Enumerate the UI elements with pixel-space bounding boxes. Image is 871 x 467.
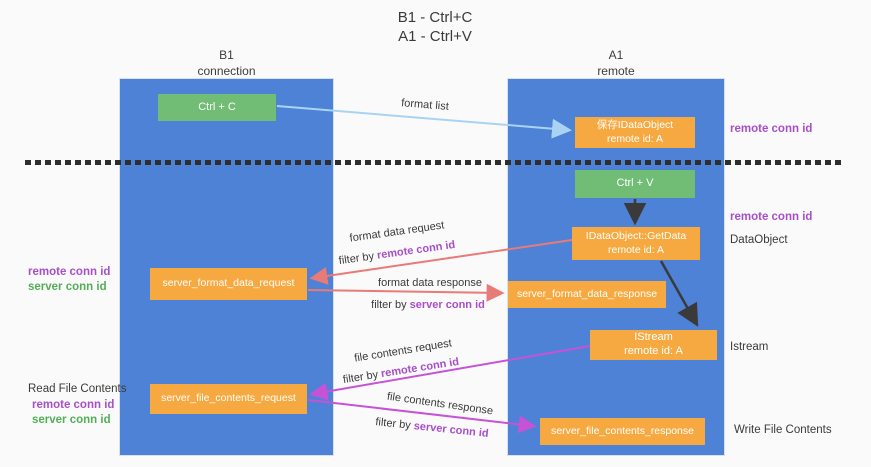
getdata-line1: IDataObject::GetData <box>585 230 687 243</box>
label-format-data-response: format data response <box>378 277 482 289</box>
label-format-response-filter: filter by server conn id <box>371 299 485 311</box>
arrow-file-contents-request <box>309 345 591 401</box>
server-format-data-request-node: server_format_data_request <box>150 268 307 300</box>
left-remote-conn-id-mid: remote conn id <box>28 266 111 278</box>
arrow-format-data-response <box>307 283 505 302</box>
ctrl-c-node: Ctrl + C <box>158 94 276 121</box>
dataobject-label: DataObject <box>730 234 788 246</box>
read-file-contents-label: Read File Contents <box>28 383 127 395</box>
lane-a1-name: A1 <box>608 48 624 62</box>
istream-label: Istream <box>730 341 769 353</box>
save-dataobject-node: 保存IDataObject remote id: A <box>575 117 695 148</box>
right-remote-conn-id-mid: remote conn id <box>730 211 813 223</box>
phase-separator-dashed-line <box>25 160 843 165</box>
write-file-contents-label: Write File Contents <box>734 424 832 436</box>
istream-line1: IStream <box>634 331 673 344</box>
lane-b1-role: connection <box>197 63 256 78</box>
istream-line2: remote id: A <box>624 345 683 357</box>
server-file-contents-request-label: server_file_contents_request <box>161 392 296 405</box>
ctrl-v-label: Ctrl + V <box>616 177 654 190</box>
lane-b1-name: B1 <box>219 48 234 62</box>
lane-header-a1: A1 remote <box>508 48 724 79</box>
istream-node: IStream remote id: A <box>590 330 717 360</box>
server-file-contents-response-label: server_file_contents_response <box>550 424 694 437</box>
arrow-format-data-request <box>309 239 573 285</box>
server-format-data-response-label: server_format_data_response <box>516 287 658 300</box>
lane-a1-role: remote <box>597 63 635 78</box>
right-remote-conn-id-top: remote conn id <box>730 123 813 135</box>
server-file-contents-response-node: server_file_contents_response <box>540 418 705 445</box>
title-line-2: A1 - Ctrl+V <box>398 28 472 46</box>
arrow-file-contents-response <box>307 399 537 434</box>
diagram-title: B1 - Ctrl+C A1 - Ctrl+V <box>330 8 540 46</box>
left-server-conn-id-bottom: server conn id <box>32 414 111 426</box>
ctrl-c-label: Ctrl + C <box>198 100 236 113</box>
lane-header-b1: B1 connection <box>120 48 333 79</box>
save-dataobject-line1: 保存IDataObject <box>596 119 674 132</box>
server-format-data-response-node: server_format_data_response <box>508 281 666 308</box>
getdata-node: IDataObject::GetData remote id: A <box>572 227 700 260</box>
server-file-contents-request-node: server_file_contents_request <box>150 384 307 414</box>
server-conn-id-text: server conn id <box>409 299 485 311</box>
getdata-line2: remote id: A <box>607 243 665 256</box>
arrow-format-list <box>276 105 572 139</box>
left-server-conn-id-mid: server conn id <box>28 281 107 293</box>
server-format-data-request-label: server_format_data_request <box>162 277 295 290</box>
arrow-getdata-to-istream <box>659 260 699 327</box>
filter-by-text: filter by <box>371 299 410 311</box>
ctrl-v-node: Ctrl + V <box>575 170 695 198</box>
title-line-1: B1 - Ctrl+C <box>397 9 473 26</box>
save-dataobject-line2: remote id: A <box>606 132 664 145</box>
left-remote-conn-id-bottom: remote conn id <box>32 399 115 411</box>
